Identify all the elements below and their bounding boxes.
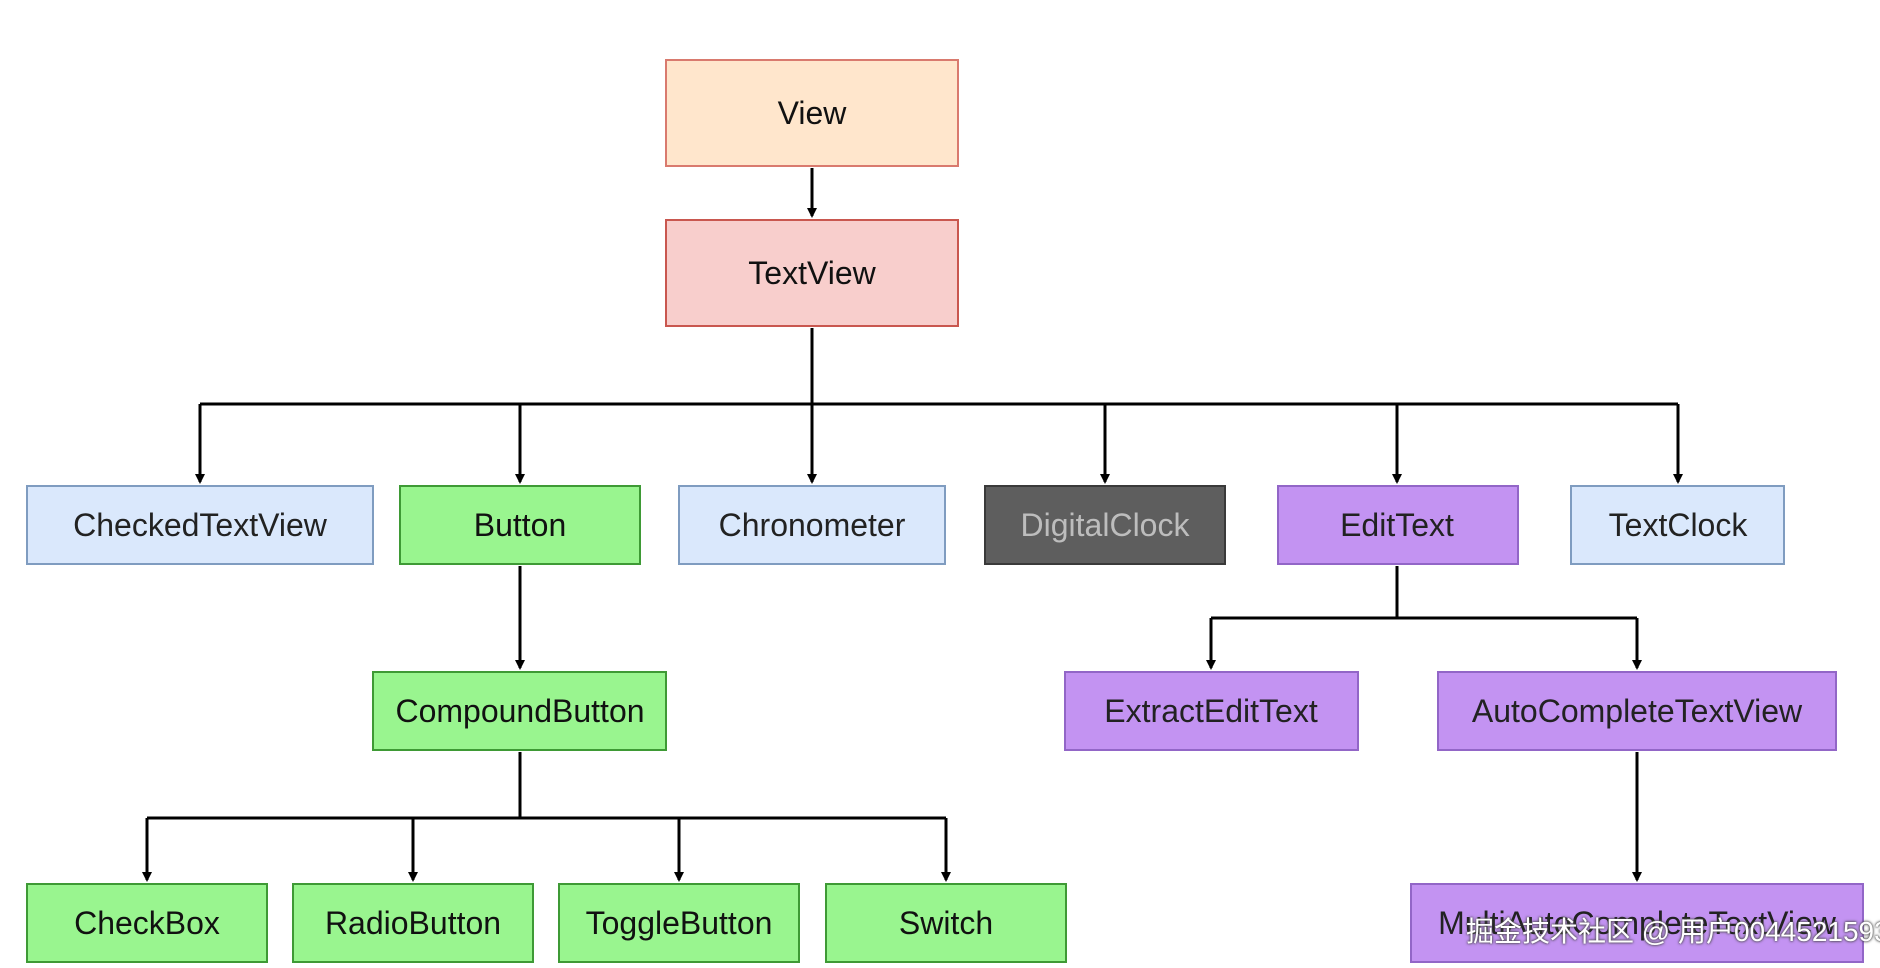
node-togglebutton-label: ToggleButton	[586, 905, 773, 941]
node-edittext-label: EditText	[1340, 507, 1454, 543]
edges	[142, 168, 1683, 882]
node-checkedtextview: CheckedTextView	[26, 485, 374, 565]
node-autocompletetextview-label: AutoCompleteTextView	[1472, 693, 1803, 729]
watermark: 掘金技术社区 @ 用户00445215930	[1466, 916, 1880, 947]
node-compoundbutton-label: CompoundButton	[395, 693, 644, 729]
node-radiobutton-label: RadioButton	[325, 905, 501, 941]
node-extractedittext-label: ExtractEditText	[1104, 693, 1318, 729]
node-multiautocompletetextview-label: MultiAutoCompleteTextView	[1438, 905, 1837, 941]
edge-textview-bus	[200, 328, 1678, 406]
node-button-label: Button	[474, 507, 567, 543]
node-textclock-label: TextClock	[1609, 507, 1749, 543]
node-chronometer: Chronometer	[678, 485, 946, 565]
node-textview-label: TextView	[748, 255, 876, 291]
node-radiobutton: RadioButton	[292, 883, 534, 963]
edge-edittext-bus	[1211, 566, 1637, 620]
node-switch-label: Switch	[899, 905, 993, 941]
node-checkbox: CheckBox	[26, 883, 268, 963]
node-chronometer-label: Chronometer	[719, 507, 906, 543]
node-textview: TextView	[665, 219, 959, 327]
edge-compoundbutton-bus	[147, 752, 946, 820]
node-button: Button	[399, 485, 641, 565]
node-digitalclock-label: DigitalClock	[1021, 507, 1191, 543]
node-digitalclock: DigitalClock	[984, 485, 1226, 565]
node-switch: Switch	[825, 883, 1067, 963]
node-checkbox-label: CheckBox	[74, 905, 220, 941]
node-view: View	[665, 59, 959, 167]
node-autocompletetextview: AutoCompleteTextView	[1437, 671, 1837, 751]
node-textclock: TextClock	[1570, 485, 1785, 565]
node-multiautocompletetextview: MultiAutoCompleteTextView	[1410, 883, 1864, 963]
node-edittext: EditText	[1277, 485, 1519, 565]
node-checkedtextview-label: CheckedTextView	[73, 507, 328, 543]
node-extractedittext: ExtractEditText	[1064, 671, 1359, 751]
node-view-label: View	[778, 95, 848, 131]
node-togglebutton: ToggleButton	[558, 883, 800, 963]
node-compoundbutton: CompoundButton	[372, 671, 667, 751]
